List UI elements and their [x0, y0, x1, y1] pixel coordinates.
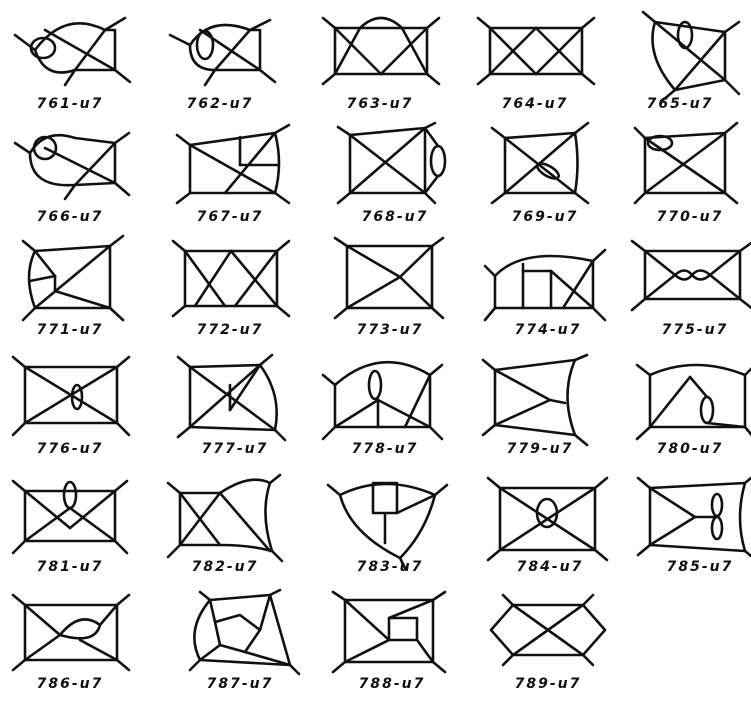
diagram-label: 772-u7	[160, 322, 300, 338]
diagram-769: 769-u7	[475, 123, 625, 240]
diagram-784-drawing	[485, 473, 615, 565]
diagram-765: 765-u7	[610, 10, 751, 127]
diagram-784: 784-u7	[480, 473, 630, 590]
diagram-label: 761-u7	[0, 96, 140, 112]
diagram-label: 789-u7	[478, 676, 618, 692]
diagram-label: 768-u7	[325, 209, 465, 225]
diagram-763: 763-u7	[310, 10, 460, 127]
diagram-label: 762-u7	[150, 96, 290, 112]
diagram-762: 762-u7	[150, 10, 300, 127]
diagram-774-drawing	[483, 236, 613, 328]
diagram-label: 780-u7	[620, 441, 751, 457]
diagram-label: 773-u7	[320, 322, 460, 338]
diagram-label: 786-u7	[0, 676, 140, 692]
diagram-774: 774-u7	[478, 236, 628, 353]
diagram-766-drawing	[5, 123, 135, 215]
diagram-776: 776-u7	[0, 355, 150, 472]
diagram-775-drawing	[630, 236, 751, 328]
diagram-770: 770-u7	[620, 123, 751, 240]
diagram-771-drawing	[5, 236, 135, 328]
diagram-786-drawing	[5, 590, 135, 682]
diagram-label: 775-u7	[625, 322, 751, 338]
diagram-787-drawing	[175, 590, 305, 682]
diagram-767: 767-u7	[160, 123, 310, 240]
diagram-778-drawing	[320, 355, 450, 447]
diagram-label: 778-u7	[315, 441, 455, 457]
diagram-773-drawing	[325, 236, 455, 328]
diagram-label: 785-u7	[630, 559, 751, 575]
diagram-775: 775-u7	[625, 236, 751, 353]
diagram-label: 766-u7	[0, 209, 140, 225]
diagram-label: 781-u7	[0, 559, 140, 575]
diagram-label: 771-u7	[0, 322, 140, 338]
diagram-label: 783-u7	[320, 559, 460, 575]
diagram-783: 783-u7	[320, 473, 470, 590]
diagram-label: 784-u7	[480, 559, 620, 575]
diagram-785: 785-u7	[630, 473, 751, 590]
diagram-label: 763-u7	[310, 96, 450, 112]
diagram-777: 777-u7	[165, 355, 315, 472]
diagram-762-drawing	[155, 10, 285, 102]
diagram-label: 787-u7	[170, 676, 310, 692]
diagram-761-drawing	[5, 10, 135, 102]
diagram-label: 777-u7	[165, 441, 305, 457]
diagram-787: 787-u7	[170, 590, 320, 707]
diagram-788: 788-u7	[322, 590, 472, 707]
diagram-776-drawing	[5, 355, 135, 447]
diagram-785-drawing	[635, 473, 751, 565]
diagram-label: 774-u7	[478, 322, 618, 338]
diagram-789-drawing	[483, 590, 613, 682]
diagram-779-drawing	[475, 355, 605, 447]
diagram-label: 770-u7	[620, 209, 751, 225]
diagram-label: 782-u7	[155, 559, 295, 575]
diagram-770-drawing	[625, 123, 751, 215]
diagram-782-drawing	[160, 473, 290, 565]
diagram-label: 767-u7	[160, 209, 300, 225]
diagram-768-drawing	[330, 123, 460, 215]
diagram-label: 779-u7	[470, 441, 610, 457]
diagram-765-drawing	[615, 10, 745, 102]
diagram-777-drawing	[170, 355, 300, 447]
diagram-781: 781-u7	[0, 473, 150, 590]
diagram-764: 764-u7	[465, 10, 615, 127]
diagram-781-drawing	[5, 473, 135, 565]
diagram-label: 788-u7	[322, 676, 462, 692]
diagram-767-drawing	[165, 123, 295, 215]
diagram-780-drawing	[625, 355, 751, 447]
diagram-778: 778-u7	[315, 355, 465, 472]
diagram-768: 768-u7	[325, 123, 475, 240]
diagram-766: 766-u7	[0, 123, 150, 240]
diagram-763-drawing	[315, 10, 445, 102]
diagram-771: 771-u7	[0, 236, 150, 353]
diagram-782: 782-u7	[155, 473, 305, 590]
diagram-786: 786-u7	[0, 590, 150, 707]
diagram-761: 761-u7	[0, 10, 150, 127]
diagram-772-drawing	[165, 236, 295, 328]
diagram-773: 773-u7	[320, 236, 470, 353]
diagram-772: 772-u7	[160, 236, 310, 353]
diagram-783-drawing	[325, 473, 455, 565]
diagram-788-drawing	[327, 590, 457, 682]
diagram-789: 789-u7	[478, 590, 628, 707]
diagram-label: 769-u7	[475, 209, 615, 225]
diagram-780: 780-u7	[620, 355, 751, 472]
diagram-779: 779-u7	[470, 355, 620, 472]
diagram-label: 765-u7	[610, 96, 750, 112]
diagram-764-drawing	[470, 10, 600, 102]
diagram-769-drawing	[480, 123, 610, 215]
diagram-label: 776-u7	[0, 441, 140, 457]
diagram-label: 764-u7	[465, 96, 605, 112]
